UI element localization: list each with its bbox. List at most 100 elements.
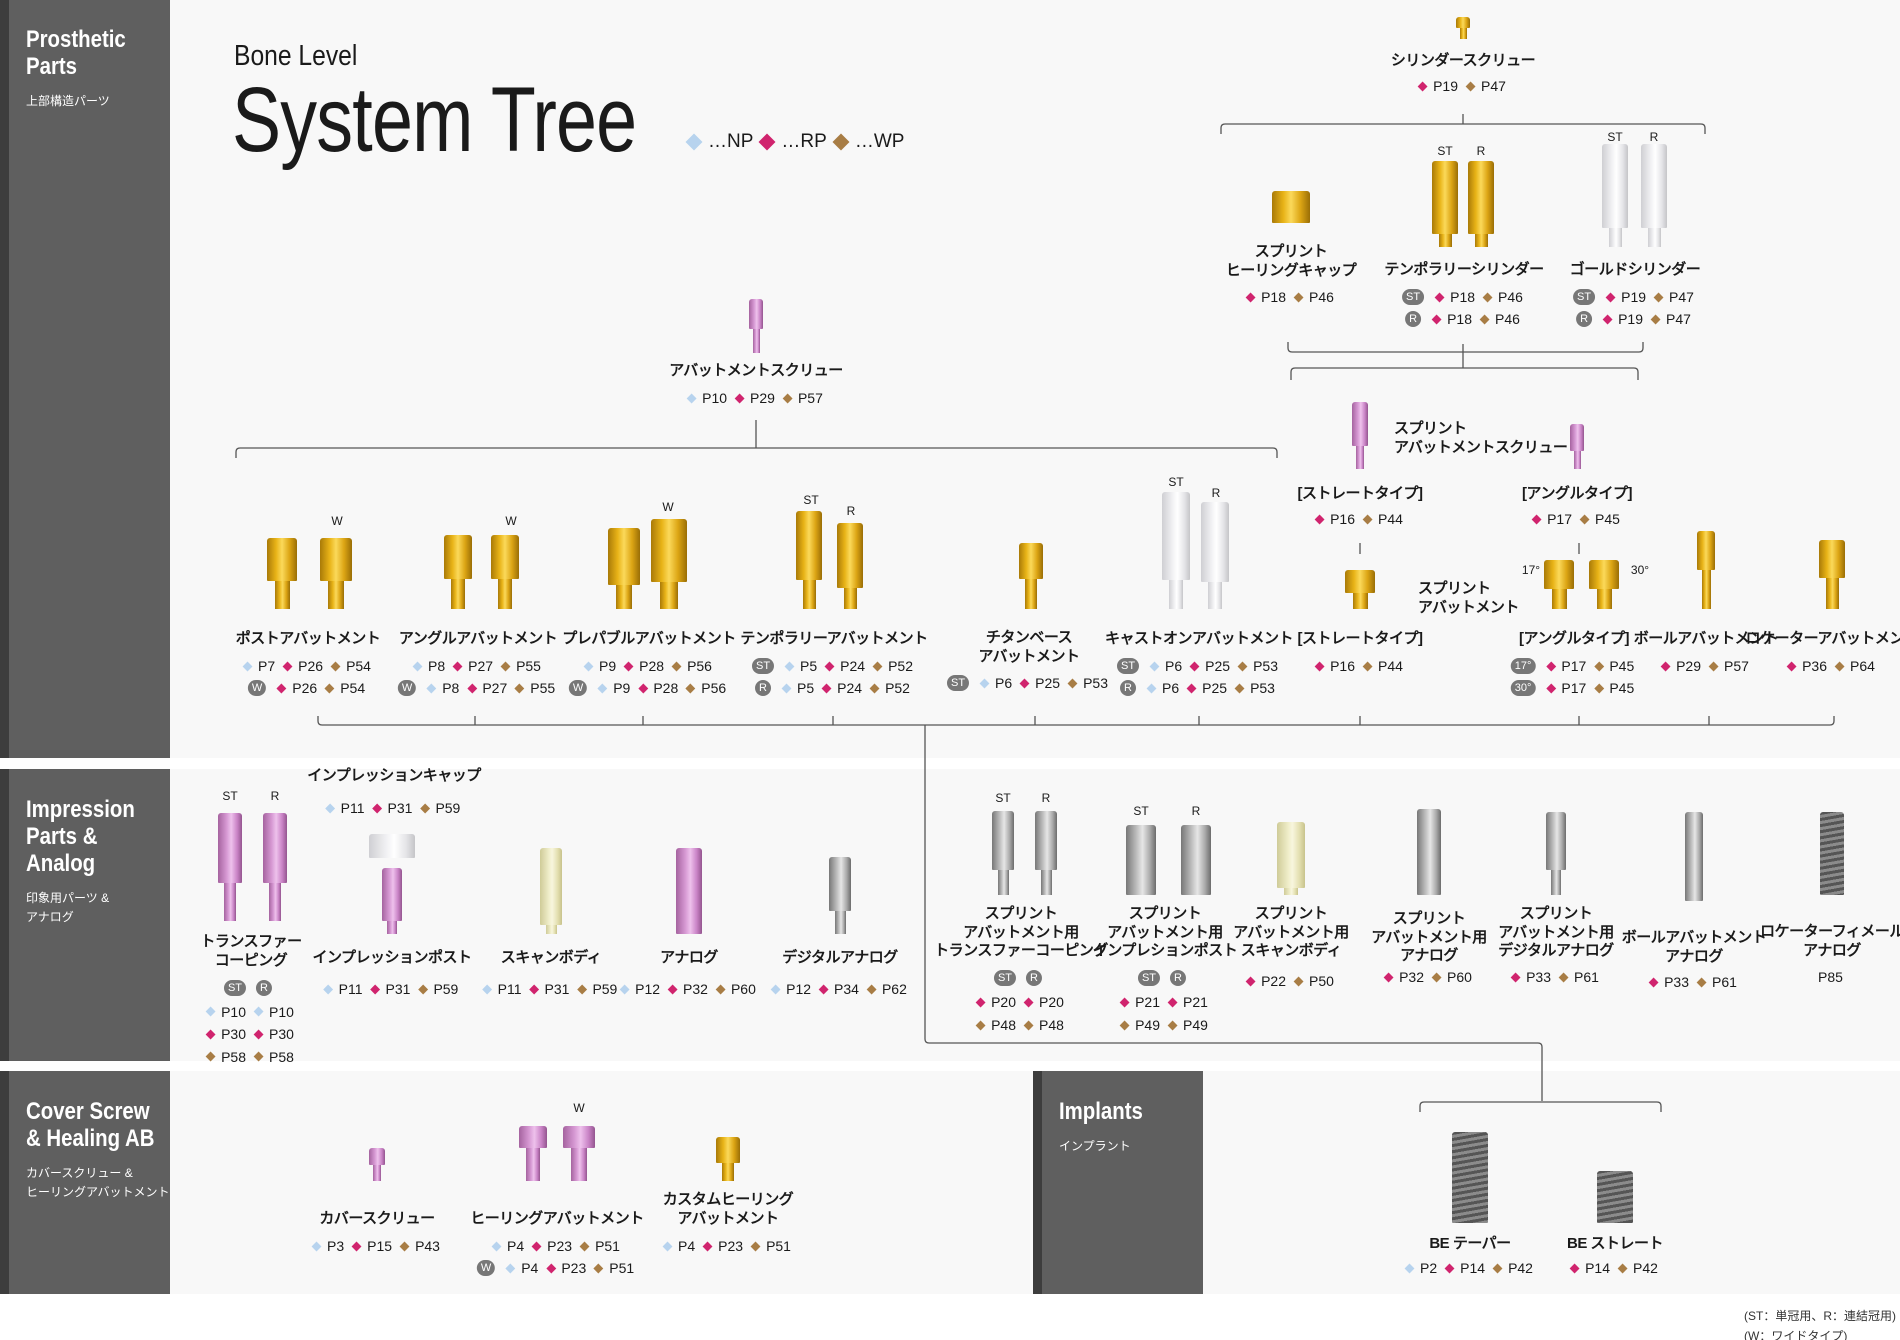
page-ref-link[interactable]: P7 — [258, 658, 276, 674]
page-ref-link[interactable]: P30 — [221, 1026, 246, 1042]
page-ref-link[interactable]: P46 — [1309, 289, 1334, 305]
page-ref-link[interactable]: P47 — [1666, 311, 1691, 327]
page-ref-link[interactable]: P19 — [1433, 78, 1458, 94]
page-ref-link[interactable]: P50 — [1309, 973, 1334, 989]
page-ref-link[interactable]: P16 — [1330, 511, 1355, 527]
page-ref-link[interactable]: P45 — [1595, 511, 1620, 527]
page-ref-link[interactable]: P49 — [1183, 1017, 1208, 1033]
page-ref-link[interactable]: P42 — [1633, 1260, 1658, 1276]
page-ref-link[interactable]: P58 — [269, 1048, 294, 1065]
page-ref-link[interactable]: P55 — [516, 658, 541, 674]
page-ref-link[interactable]: P42 — [1508, 1260, 1533, 1276]
page-ref-link[interactable]: P12 — [635, 981, 661, 997]
page-ref-link[interactable]: P59 — [435, 800, 461, 816]
page-ref-link[interactable]: P45 — [1609, 680, 1635, 696]
page-ref-link[interactable]: P52 — [885, 680, 910, 696]
page-ref-link[interactable]: P45 — [1609, 658, 1635, 674]
page-ref-link[interactable]: P36 — [1802, 658, 1827, 674]
page-ref-link[interactable]: P26 — [292, 680, 318, 696]
page-ref-link[interactable]: P15 — [367, 1238, 393, 1254]
page-ref-link[interactable]: P12 — [786, 981, 812, 997]
page-ref-link[interactable]: P5 — [800, 658, 818, 674]
page-ref-link[interactable]: P17 — [1547, 511, 1572, 527]
page-ref-link[interactable]: P85 — [1818, 969, 1843, 985]
page-ref-link[interactable]: P6 — [1165, 658, 1183, 674]
page-ref-link[interactable]: P21 — [1183, 994, 1208, 1010]
page-ref-link[interactable]: P34 — [834, 981, 859, 997]
page-ref-link[interactable]: P5 — [797, 680, 815, 696]
page-ref-link[interactable]: P6 — [995, 675, 1013, 691]
page-ref-link[interactable]: P48 — [1039, 1017, 1064, 1033]
page-ref-link[interactable]: P31 — [387, 800, 413, 816]
page-ref-link[interactable]: P20 — [1039, 994, 1064, 1010]
page-ref-link[interactable]: P19 — [1621, 289, 1647, 305]
page-ref-link[interactable]: P46 — [1498, 289, 1523, 305]
page-ref-link[interactable]: P8 — [442, 680, 460, 696]
page-ref-link[interactable]: P11 — [338, 981, 363, 997]
page-ref-link[interactable]: P19 — [1618, 311, 1643, 327]
page-ref-link[interactable]: P9 — [613, 680, 631, 696]
page-ref-link[interactable]: P24 — [840, 658, 866, 674]
page-ref-link[interactable]: P33 — [1526, 969, 1551, 985]
page-ref-link[interactable]: P60 — [730, 981, 756, 997]
page-ref-link[interactable]: P4 — [678, 1238, 696, 1254]
page-ref-link[interactable]: P57 — [1724, 658, 1749, 674]
page-ref-link[interactable]: P52 — [888, 658, 914, 674]
page-ref-link[interactable]: P51 — [766, 1238, 791, 1254]
page-ref-link[interactable]: P31 — [544, 981, 570, 997]
page-ref-link[interactable]: P23 — [561, 1260, 587, 1276]
page-ref-link[interactable]: P44 — [1378, 658, 1403, 674]
page-ref-link[interactable]: P24 — [837, 680, 863, 696]
page-ref-link[interactable]: P53 — [1253, 658, 1279, 674]
page-ref-link[interactable]: P60 — [1447, 969, 1472, 985]
page-ref-link[interactable]: P25 — [1035, 675, 1061, 691]
page-ref-link[interactable]: P54 — [340, 680, 366, 696]
page-ref-link[interactable]: P18 — [1261, 289, 1286, 305]
page-ref-link[interactable]: P10 — [702, 390, 728, 406]
page-ref-link[interactable]: P28 — [653, 680, 679, 696]
page-ref-link[interactable]: P53 — [1250, 680, 1275, 696]
page-ref-link[interactable]: P58 — [221, 1048, 246, 1065]
page-ref-link[interactable]: P8 — [428, 658, 446, 674]
page-ref-link[interactable]: P51 — [595, 1238, 620, 1254]
page-ref-link[interactable]: P17 — [1561, 680, 1587, 696]
page-ref-link[interactable]: P9 — [599, 658, 617, 674]
page-ref-link[interactable]: P46 — [1495, 311, 1520, 327]
page-ref-link[interactable]: P3 — [327, 1238, 345, 1254]
page-ref-link[interactable]: P21 — [1135, 994, 1160, 1010]
page-ref-link[interactable]: P31 — [385, 981, 411, 997]
page-ref-link[interactable]: P23 — [718, 1238, 744, 1254]
page-ref-link[interactable]: P6 — [1162, 680, 1180, 696]
page-ref-link[interactable]: P61 — [1574, 969, 1599, 985]
page-ref-link[interactable]: P28 — [639, 658, 665, 674]
page-ref-link[interactable]: P4 — [507, 1238, 525, 1254]
page-ref-link[interactable]: P25 — [1202, 680, 1228, 696]
page-ref-link[interactable]: P11 — [340, 800, 365, 816]
page-ref-link[interactable]: P10 — [269, 1003, 294, 1020]
page-ref-link[interactable]: P48 — [991, 1017, 1016, 1033]
page-ref-link[interactable]: P30 — [269, 1026, 294, 1042]
page-ref-link[interactable]: P14 — [1585, 1260, 1610, 1276]
page-ref-link[interactable]: P57 — [797, 390, 823, 406]
page-ref-link[interactable]: P61 — [1712, 974, 1737, 990]
page-ref-link[interactable]: P62 — [881, 981, 907, 997]
page-ref-link[interactable]: P20 — [991, 994, 1016, 1010]
page-ref-link[interactable]: P14 — [1460, 1260, 1486, 1276]
page-ref-link[interactable]: P54 — [346, 658, 371, 674]
page-ref-link[interactable]: P44 — [1378, 511, 1403, 527]
page-ref-link[interactable]: P55 — [530, 680, 556, 696]
page-ref-link[interactable]: P22 — [1261, 973, 1286, 989]
page-ref-link[interactable]: P26 — [298, 658, 324, 674]
page-ref-link[interactable]: P47 — [1669, 289, 1694, 305]
page-ref-link[interactable]: P17 — [1561, 658, 1587, 674]
page-ref-link[interactable]: P56 — [701, 680, 727, 696]
page-ref-link[interactable]: P33 — [1664, 974, 1689, 990]
page-ref-link[interactable]: P27 — [468, 658, 494, 674]
page-ref-link[interactable]: P51 — [609, 1260, 635, 1276]
page-ref-link[interactable]: P2 — [1420, 1260, 1438, 1276]
page-ref-link[interactable]: P11 — [497, 981, 522, 997]
page-ref-link[interactable]: P43 — [415, 1238, 440, 1254]
page-ref-link[interactable]: P64 — [1850, 658, 1875, 674]
page-ref-link[interactable]: P4 — [521, 1260, 539, 1276]
page-ref-link[interactable]: P25 — [1205, 658, 1231, 674]
